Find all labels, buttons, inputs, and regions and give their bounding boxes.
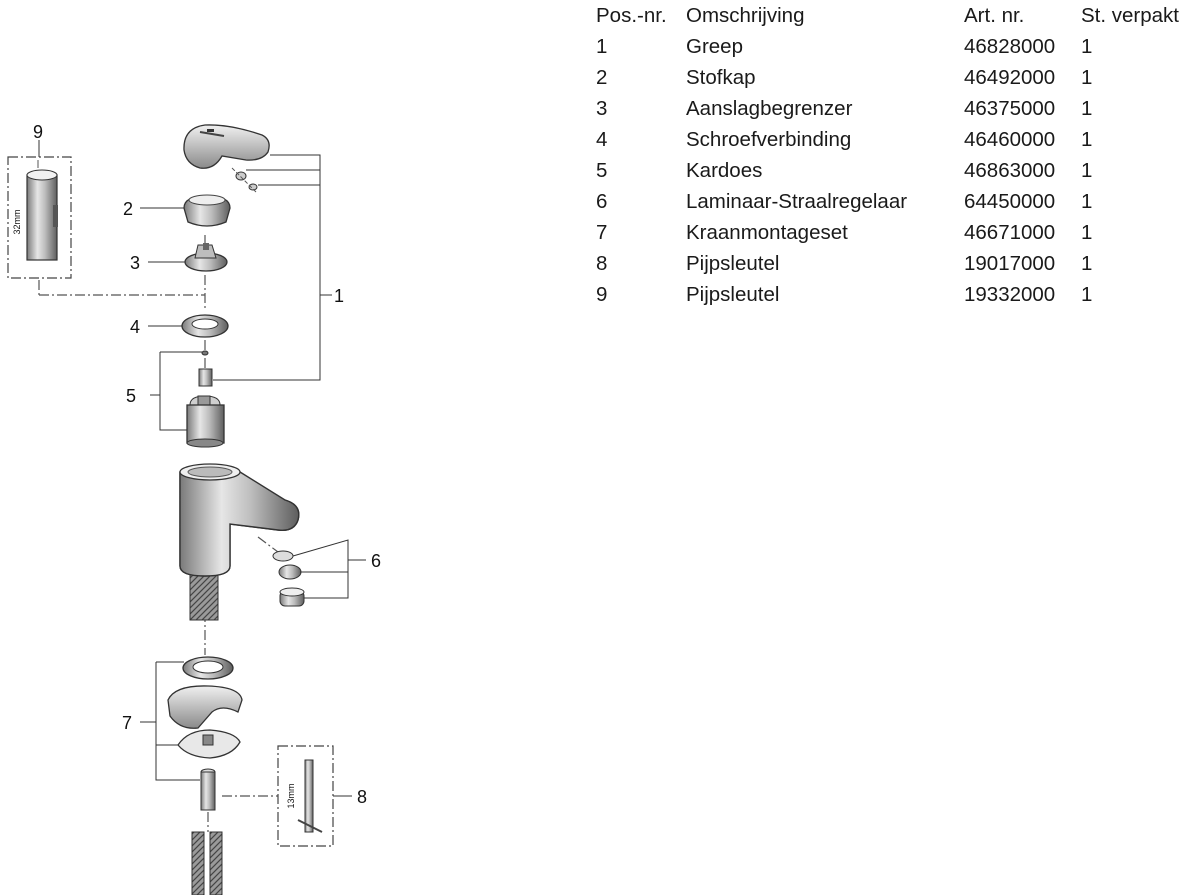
table-row: 6 Laminaar-Straalregelaar 64450000 1 bbox=[596, 186, 1191, 217]
cell-description: Pijpsleutel bbox=[686, 283, 780, 306]
header-pos-nr: Pos.-nr. bbox=[596, 4, 667, 27]
callout-7: 7 bbox=[122, 713, 132, 733]
cell-description: Aanslagbegrenzer bbox=[686, 97, 853, 120]
part-2-dust-cap bbox=[183, 194, 231, 227]
cell-article-nr: 46828000 bbox=[964, 35, 1056, 58]
table-row: 7 Kraanmontageset 46671000 1 bbox=[596, 217, 1191, 248]
cell-article-nr: 46460000 bbox=[964, 128, 1056, 151]
table-row: 1 Greep 46828000 1 bbox=[596, 31, 1191, 62]
table-header-row: Pos.-nr. Omschrijving Art. nr. St. verpa… bbox=[596, 0, 1191, 31]
part-9-wrench-32mm: 32mm bbox=[7, 156, 72, 279]
cell-article-nr: 46492000 bbox=[964, 66, 1056, 89]
cell-quantity: 1 bbox=[1081, 128, 1093, 151]
table-row: 2 Stofkap 46492000 1 bbox=[596, 62, 1191, 93]
cell-pos: 8 bbox=[596, 252, 608, 275]
cell-quantity: 1 bbox=[1081, 159, 1093, 182]
cell-description: Schroefverbinding bbox=[686, 128, 852, 151]
part-5-cartridge bbox=[186, 350, 225, 448]
callout-labels: 1 2 3 4 5 6 7 8 9 bbox=[33, 122, 381, 807]
callout-4: 4 bbox=[130, 317, 140, 337]
callout-5: 5 bbox=[126, 386, 136, 406]
cell-description: Kardoes bbox=[686, 159, 763, 182]
cell-pos: 3 bbox=[596, 97, 608, 120]
wrench-9-size-label: 32mm bbox=[12, 209, 22, 234]
callout-3: 3 bbox=[130, 253, 140, 273]
part-4-ring bbox=[181, 314, 229, 338]
table-row: 3 Aanslagbegrenzer 46375000 1 bbox=[596, 93, 1191, 124]
cell-article-nr: 19017000 bbox=[964, 252, 1056, 275]
part-1-handle bbox=[183, 124, 270, 193]
cell-pos: 5 bbox=[596, 159, 608, 182]
cell-description: Stofkap bbox=[686, 66, 756, 89]
cell-pos: 9 bbox=[596, 283, 608, 306]
cell-description: Pijpsleutel bbox=[686, 252, 780, 275]
callout-6: 6 bbox=[371, 551, 381, 571]
cell-quantity: 1 bbox=[1081, 190, 1093, 213]
cell-quantity: 1 bbox=[1081, 252, 1093, 275]
wrench-8-size-label: 13mm bbox=[286, 783, 296, 808]
part-3-limit-stop bbox=[184, 243, 228, 272]
cell-article-nr: 64450000 bbox=[964, 190, 1056, 213]
cell-pos: 7 bbox=[596, 221, 608, 244]
callout-9: 9 bbox=[33, 122, 43, 142]
table-row: 9 Pijpsleutel 19332000 1 bbox=[596, 279, 1191, 310]
part-6-aerator bbox=[272, 550, 305, 607]
cell-pos: 1 bbox=[596, 35, 608, 58]
cell-description: Kraanmontageset bbox=[686, 221, 848, 244]
cell-pos: 2 bbox=[596, 66, 608, 89]
cell-quantity: 1 bbox=[1081, 283, 1093, 306]
callout-8: 8 bbox=[357, 787, 367, 807]
header-quantity: St. verpakt bbox=[1081, 4, 1179, 27]
leader-lines bbox=[38, 140, 366, 797]
callout-1: 1 bbox=[334, 286, 344, 306]
cell-quantity: 1 bbox=[1081, 66, 1093, 89]
part-7-mounting-set bbox=[167, 656, 243, 895]
callout-2: 2 bbox=[123, 199, 133, 219]
table-row: 4 Schroefverbinding 46460000 1 bbox=[596, 124, 1191, 155]
cell-quantity: 1 bbox=[1081, 221, 1093, 244]
cell-article-nr: 46863000 bbox=[964, 159, 1056, 182]
handle-screw bbox=[231, 167, 258, 193]
cell-article-nr: 46671000 bbox=[964, 221, 1056, 244]
part-8-wrench-13mm: 13mm bbox=[277, 745, 334, 847]
header-description: Omschrijving bbox=[686, 4, 805, 27]
table-row: 5 Kardoes 46863000 1 bbox=[596, 155, 1191, 186]
cell-article-nr: 19332000 bbox=[964, 283, 1056, 306]
center-axis bbox=[38, 235, 279, 832]
cell-pos: 4 bbox=[596, 128, 608, 151]
cell-pos: 6 bbox=[596, 190, 608, 213]
table-row: 8 Pijpsleutel 19017000 1 bbox=[596, 248, 1191, 279]
cell-quantity: 1 bbox=[1081, 35, 1093, 58]
header-article-nr: Art. nr. bbox=[964, 4, 1025, 27]
cell-description: Greep bbox=[686, 35, 743, 58]
cell-article-nr: 46375000 bbox=[964, 97, 1056, 120]
exploded-view-diagram: 32mm 13mm 1 2 bbox=[7, 122, 381, 895]
parts-table: Pos.-nr. Omschrijving Art. nr. St. verpa… bbox=[596, 0, 1191, 310]
cell-quantity: 1 bbox=[1081, 97, 1093, 120]
faucet-body bbox=[179, 463, 300, 621]
cell-description: Laminaar-Straalregelaar bbox=[686, 190, 908, 213]
